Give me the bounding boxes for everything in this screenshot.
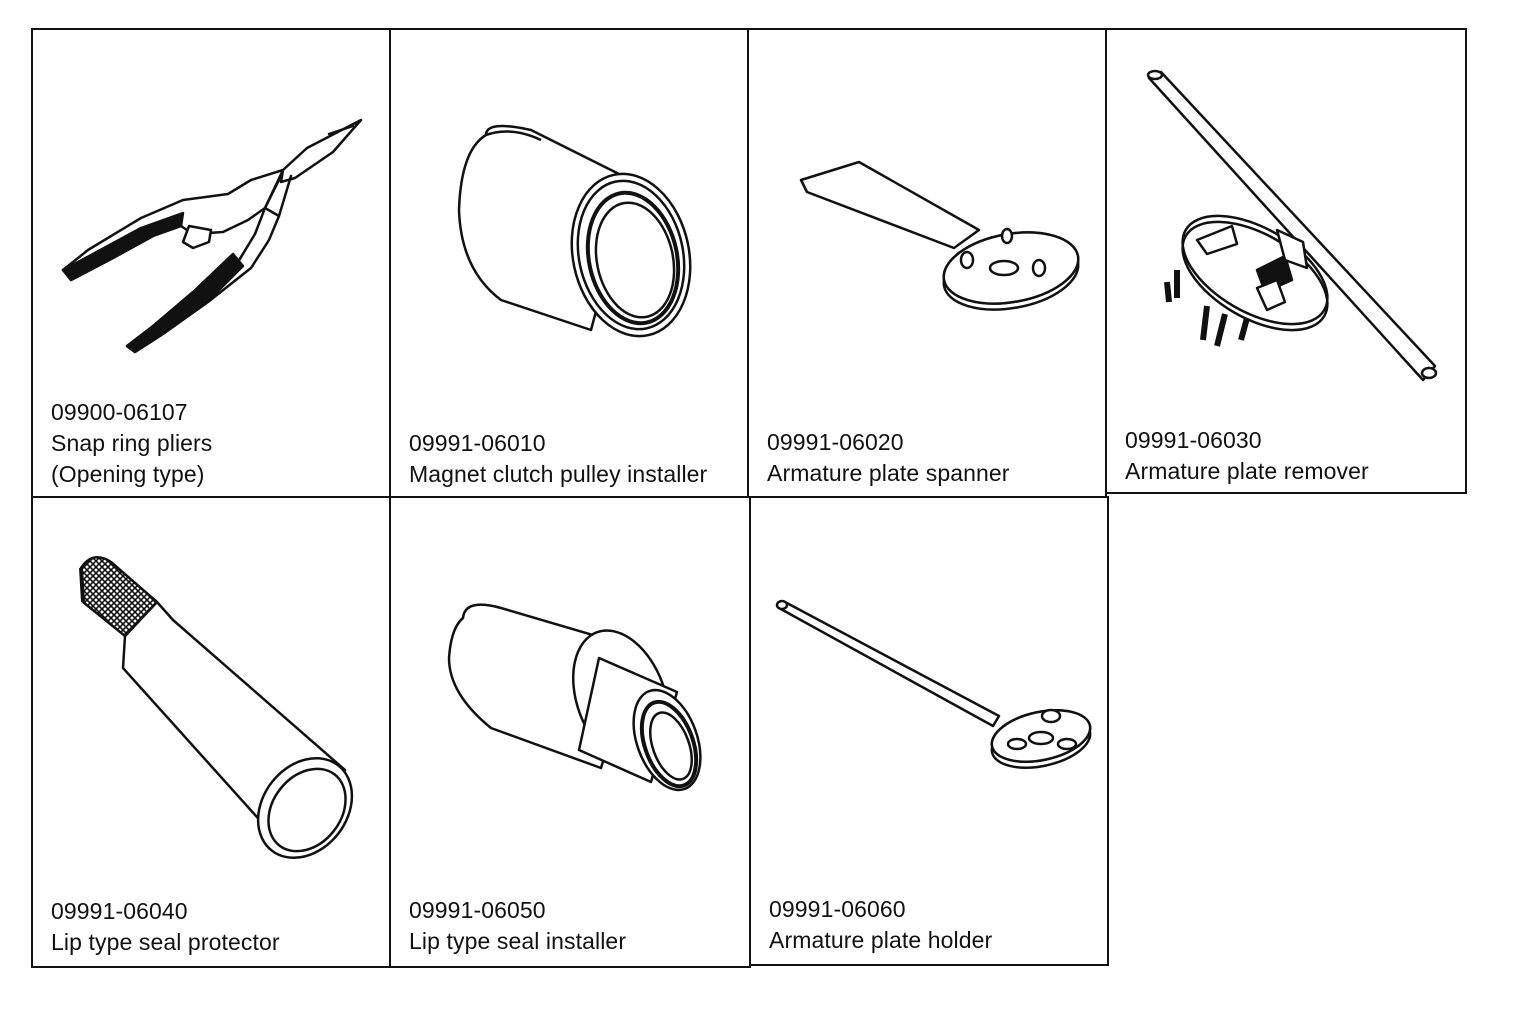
tool-name: Lip type seal protector (51, 929, 280, 955)
tool-cell-armature-plate-remover: 09991-06030 Armature plate remover (1105, 28, 1467, 494)
part-number: 09991-06040 (51, 898, 188, 924)
armature-plate-holder-icon (751, 498, 1111, 968)
part-number: 09991-06030 (1125, 427, 1262, 453)
tool-cell-armature-plate-spanner: 09991-06020 Armature plate spanner (747, 28, 1107, 498)
tool-note: (Opening type) (51, 461, 205, 487)
seal-protector-icon (33, 498, 393, 970)
seal-installer-icon (391, 498, 753, 970)
armature-plate-spanner-icon (749, 30, 1109, 500)
pulley-installer-icon (391, 30, 751, 500)
part-number: 09991-06020 (767, 429, 904, 455)
part-number: 09991-06060 (769, 896, 906, 922)
tool-cell-seal-installer: 09991-06050 Lip type seal installer (389, 496, 751, 968)
tool-cell-armature-plate-holder: 09991-06060 Armature plate holder (749, 496, 1109, 966)
tool-name: Armature plate spanner (767, 460, 1010, 486)
armature-plate-remover-icon (1107, 30, 1469, 496)
part-number: 09991-06050 (409, 897, 546, 923)
tool-name: Armature plate remover (1125, 458, 1369, 484)
part-number: 09900-06107 (51, 399, 188, 425)
part-number: 09991-06010 (409, 430, 546, 456)
tool-cell-pulley-installer: 09991-06010 Magnet clutch pulley install… (389, 28, 749, 498)
tool-name: Magnet clutch pulley installer (409, 461, 708, 487)
tool-name: Snap ring pliers (51, 430, 213, 456)
snap-ring-pliers-icon (33, 30, 393, 500)
tool-cell-snap-ring-pliers: 09900-06107 Snap ring pliers (Opening ty… (31, 28, 391, 498)
tool-name: Armature plate holder (769, 927, 993, 953)
tool-cell-seal-protector: 09991-06040 Lip type seal protector (31, 496, 391, 968)
tool-name: Lip type seal installer (409, 928, 627, 954)
